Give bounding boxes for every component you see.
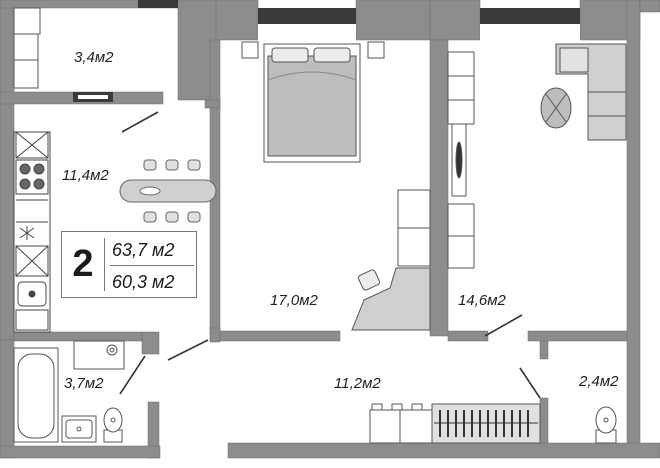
toilet-wc bbox=[595, 406, 617, 444]
corner-sofa bbox=[555, 43, 627, 141]
total-area: 63,7 м2 bbox=[112, 239, 175, 260]
balcony-area-label: 3,4м2 bbox=[74, 49, 114, 66]
washing-machine bbox=[73, 340, 125, 370]
bathtub bbox=[13, 347, 59, 443]
sink bbox=[61, 415, 97, 443]
rooms-count: 2 bbox=[72, 243, 94, 285]
doors bbox=[119, 111, 541, 399]
bedroom-area-label: 17,0м2 bbox=[270, 292, 318, 309]
toilet-bath bbox=[103, 407, 123, 443]
dining-table bbox=[119, 159, 217, 223]
living-area: 60,3 м2 bbox=[112, 271, 175, 292]
balcony-cabinets bbox=[13, 7, 41, 89]
window-glass bbox=[78, 24, 580, 99]
coffee-table bbox=[540, 87, 572, 129]
kitchen-fixtures bbox=[15, 131, 49, 331]
summary-divider-horizontal bbox=[110, 265, 194, 266]
bathroom-area-label: 3,7м2 bbox=[64, 375, 104, 392]
wardrobe-bedroom bbox=[397, 189, 431, 267]
tv-unit bbox=[447, 51, 475, 269]
apartment-summary: 2 63,7 м2 60,3 м2 bbox=[61, 231, 197, 298]
corner-desk bbox=[351, 267, 431, 331]
kitchen-area-label: 11,4м2 bbox=[62, 167, 109, 184]
nightstands bbox=[241, 41, 385, 59]
wc-area-label: 2,4м2 bbox=[579, 373, 619, 390]
summary-divider-vertical bbox=[104, 238, 105, 291]
hallway-area-label: 11,2м2 bbox=[334, 375, 381, 392]
double-bed bbox=[263, 43, 361, 163]
living-room-area-label: 14,6м2 bbox=[458, 292, 506, 309]
hall-wardrobe bbox=[369, 403, 541, 444]
